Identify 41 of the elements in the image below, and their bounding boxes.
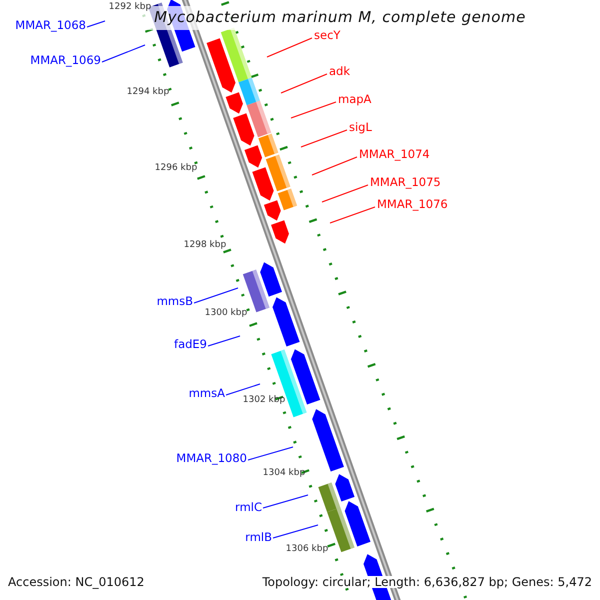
leader-line: [226, 384, 260, 396]
gene-label: sigL: [349, 122, 372, 134]
tick-label: 1306 kbp: [286, 545, 328, 554]
gene-label: MMAR_1075: [370, 177, 441, 188]
gene-label: MMAR_1069: [30, 55, 101, 66]
gene-label: MMAR_1074: [359, 149, 430, 160]
leader-line: [322, 184, 368, 202]
gene-label: MMAR_1080: [176, 453, 247, 464]
gene-label: rmlB: [245, 532, 272, 544]
leader-line: [290, 102, 336, 118]
gene-label: adk: [329, 66, 350, 78]
tick-label: 1294 kbp: [126, 88, 170, 97]
gene-label: mapA: [338, 94, 372, 106]
leader-line: [262, 494, 308, 508]
genome-summary-text: Topology: circular; Length: 6,636,827 bp; Genes: 5,472: [262, 576, 592, 588]
leader-line: [86, 20, 106, 28]
tick-label: 1292 kbp: [108, 3, 152, 12]
gene-label: mmsB: [156, 296, 193, 308]
gene-label: secY: [314, 30, 340, 42]
leader-line: [102, 44, 146, 62]
leader-line: [312, 156, 358, 176]
diagram-title: Mycobacterium marinum M, complete genome: [154, 10, 526, 25]
tick-label: 1298 kbp: [184, 241, 226, 250]
gene-label: fadE9: [174, 339, 207, 350]
tick-label: 1296 kbp: [154, 164, 198, 173]
leader-line: [280, 74, 328, 94]
tick-label: 1304 kbp: [262, 469, 306, 478]
leader-line: [248, 446, 294, 460]
leader-line: [208, 336, 240, 346]
leader-line: [266, 38, 312, 58]
gene-label: MMAR_1076: [377, 199, 448, 210]
gene-label: mmsA: [188, 388, 225, 400]
accession-text: Accession: NC_010612: [8, 576, 144, 588]
leader-line: [194, 288, 238, 304]
leader-line: [300, 130, 348, 148]
leader-line: [272, 524, 318, 538]
leader-line: [330, 206, 376, 224]
gene-label: rmlC: [235, 502, 262, 514]
gene-label: MMAR_1068: [15, 20, 86, 32]
tick-label: 1300 kbp: [204, 309, 248, 318]
tick-label: 1302 kbp: [242, 396, 286, 405]
